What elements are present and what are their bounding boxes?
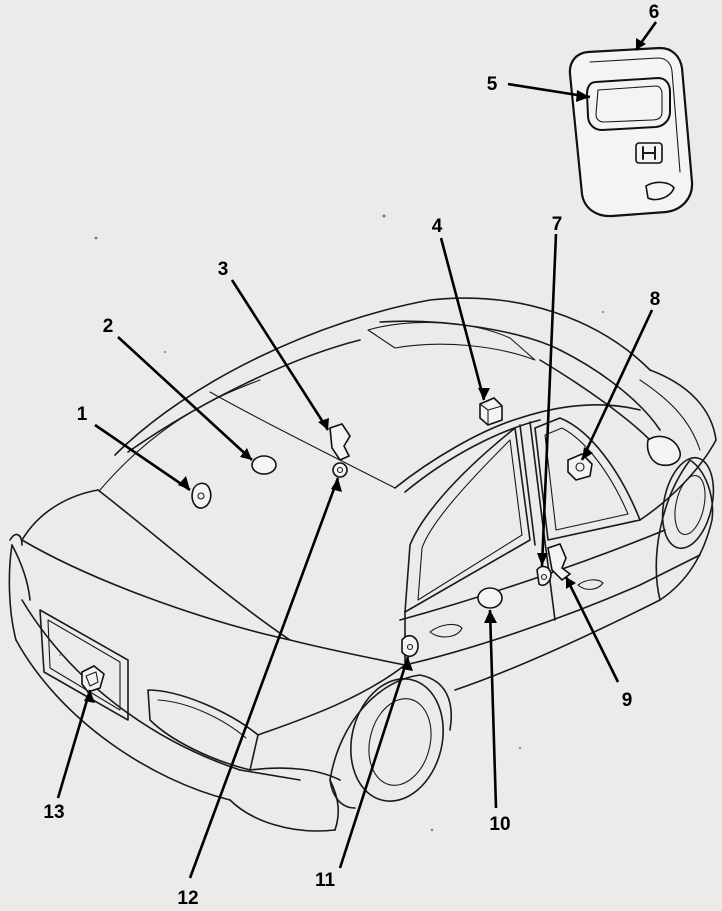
callout-12: 12 (177, 888, 198, 909)
callout-13: 13 (43, 802, 64, 823)
part-8 (567, 453, 593, 481)
car-outline-drawing (8, 297, 717, 832)
part-9 (547, 543, 572, 582)
callout-8: 8 (650, 289, 661, 310)
callout-3: 3 (218, 259, 229, 280)
callout-10: 10 (489, 814, 510, 835)
callout-6: 6 (649, 2, 660, 23)
part-2 (251, 455, 277, 475)
part-3 (329, 423, 351, 462)
part-1 (191, 482, 212, 509)
part-13 (81, 665, 105, 693)
paper-texture (59, 214, 604, 832)
part-12 (332, 462, 348, 478)
callout-4: 4 (432, 216, 443, 237)
part-11 (401, 634, 419, 658)
key-fob-transmitter-icon (568, 46, 694, 218)
leader-lines (56, 21, 658, 879)
callout-7: 7 (552, 214, 563, 235)
callout-1: 1 (77, 404, 88, 425)
part-4 (479, 397, 503, 426)
callout-2: 2 (103, 316, 114, 337)
callout-5: 5 (487, 74, 498, 95)
part-10 (477, 587, 503, 609)
part-7 (536, 565, 552, 587)
callout-9: 9 (622, 690, 633, 711)
callout-11: 11 (315, 870, 336, 891)
honda-logo-icon (635, 142, 663, 164)
callout-labels: 1 2 3 4 5 6 7 8 9 10 11 12 13 (43, 2, 660, 909)
